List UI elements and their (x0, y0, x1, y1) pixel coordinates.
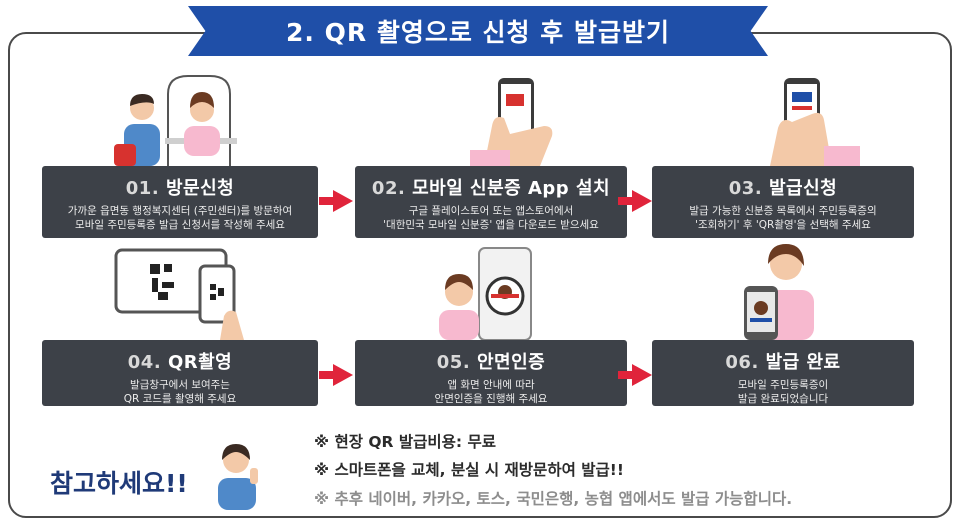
step-number: 06. (725, 352, 759, 373)
step-title: 모바일 신분증 App 설치 (412, 178, 611, 199)
step-number: 01. (125, 178, 160, 199)
note-line: ※ 현장 QR 발급비용: 무료 (314, 433, 497, 451)
visit-counter-illustration (114, 75, 237, 166)
step-title: 안면인증 (476, 352, 546, 373)
step-desc: 모바일 주민등록증 발급 신청서를 작성해 주세요 (75, 219, 285, 231)
step-desc: '조회하기' 후 'QR촬영'을 선택해 주세요 (695, 219, 871, 231)
issued-complete-illustration (744, 244, 814, 340)
face-auth-illustration (439, 247, 532, 340)
step-desc: 발급 가능한 신분증 목록에서 주민등록증의 (689, 205, 877, 217)
banner-title: 2. QR 촬영으로 신청 후 발급받기 (188, 6, 768, 56)
arrow-right-icon (618, 190, 652, 212)
note-line: ※ 추후 네이버, 카카오, 토스, 국민은행, 농협 앱에서도 발급 가능합니… (314, 490, 793, 508)
arrow-right-icon (319, 190, 353, 212)
phone-hand-illustration (470, 78, 553, 166)
step-title: 발급신청 (768, 178, 838, 199)
note-line: ※ 스마트폰을 교체, 분실 시 재방문하여 발급!! (314, 461, 624, 479)
step-number: 04. (127, 352, 162, 373)
step-3-box: 03. 발급신청 발급 가능한 신분증 목록에서 주민등록증의 '조회하기' 후 … (652, 166, 914, 238)
step-number: 05. (436, 352, 471, 373)
step-title: 방문신청 (165, 178, 235, 199)
phone-select-illustration (770, 78, 860, 166)
arrow-right-icon (618, 364, 652, 386)
step-desc: 발급창구에서 보여주는 (130, 379, 230, 391)
step-desc: 가까운 읍면동 행정복지센터 (주민센터)를 방문하여 (67, 205, 293, 217)
step-2-box: 02. 모바일 신분증 App 설치 구글 플레이스토어 또는 앱스토어에서 '대… (355, 166, 627, 238)
step-title: QR촬영 (167, 352, 233, 373)
person-note-illustration (218, 444, 258, 510)
step-desc: 발급 완료되었습니다 (737, 393, 829, 405)
qr-scan-illustration (114, 248, 244, 340)
step-desc: 안면인증을 진행해 주세요 (434, 393, 548, 405)
arrow-right-icon (319, 364, 353, 386)
note-heading: 참고하세요!! (50, 469, 188, 498)
step-number: 02. (371, 178, 406, 199)
step-number: 03. (728, 178, 763, 199)
step-4-box: 04. QR촬영 발급창구에서 보여주는 QR 코드를 촬영해 주세요 (42, 340, 318, 406)
step-desc: 모바일 주민등록증이 (737, 379, 829, 391)
step-desc: '대한민국 모바일 신분증' 앱을 다운로드 받으세요 (383, 219, 599, 231)
step-desc: 구글 플레이스토어 또는 앱스토어에서 (408, 205, 574, 217)
step-title: 발급 완료 (765, 352, 841, 373)
step-desc: QR 코드를 촬영해 주세요 (123, 393, 237, 405)
step-desc: 앱 화면 안내에 따라 (447, 379, 535, 391)
